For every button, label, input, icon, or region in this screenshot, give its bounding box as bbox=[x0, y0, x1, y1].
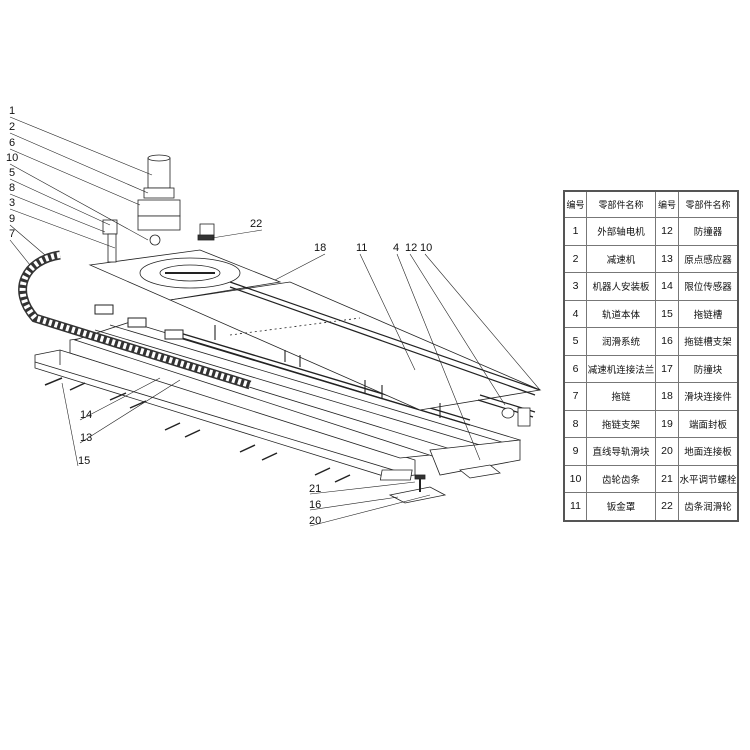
callout-5: 5 bbox=[9, 167, 16, 179]
part-number-2: 19 bbox=[655, 409, 679, 438]
part-number: 5 bbox=[563, 327, 587, 356]
track-body bbox=[73, 321, 522, 481]
part-number: 7 bbox=[563, 382, 587, 411]
part-number: 9 bbox=[563, 437, 587, 466]
callout-16: 16 bbox=[309, 499, 322, 511]
leveling-feet bbox=[44, 377, 351, 483]
part-number-2: 22 bbox=[655, 492, 679, 521]
callout-6: 6 bbox=[9, 137, 16, 149]
callout-21: 21 bbox=[309, 483, 322, 495]
table-header-row: 编号 零部件名称 编号 零部件名称 bbox=[563, 190, 739, 218]
part-name-2: 限位传感器 bbox=[678, 272, 739, 301]
callout-11: 11 bbox=[356, 242, 368, 254]
part-number-2: 16 bbox=[655, 327, 679, 356]
callout-9: 9 bbox=[9, 213, 16, 225]
callout-7: 7 bbox=[9, 228, 16, 240]
part-name: 外部轴电机 bbox=[586, 217, 656, 246]
header-number-2: 编号 bbox=[655, 190, 679, 218]
header-part-name-2: 零部件名称 bbox=[678, 190, 739, 218]
callout-15: 15 bbox=[78, 455, 91, 467]
part-number: 3 bbox=[563, 272, 587, 301]
part-name-2: 端面封板 bbox=[678, 409, 739, 438]
part-number: 11 bbox=[563, 492, 587, 521]
callout-20: 20 bbox=[309, 515, 322, 527]
part-number: 2 bbox=[563, 244, 587, 273]
part-number: 10 bbox=[563, 464, 587, 493]
part-number-2: 21 bbox=[655, 464, 679, 493]
callout-22: 22 bbox=[250, 218, 263, 230]
part-name: 钣金罩 bbox=[586, 492, 656, 521]
callout-18: 18 bbox=[314, 242, 327, 254]
part-name-2: 地面连接板 bbox=[678, 437, 739, 466]
part-number: 8 bbox=[563, 409, 587, 438]
part-name-2: 拖链槽 bbox=[678, 299, 739, 328]
part-name-2: 原点感应器 bbox=[678, 244, 739, 273]
callout-14: 14 bbox=[80, 409, 93, 421]
floor-plate bbox=[388, 464, 501, 504]
part-name: 润滑系统 bbox=[586, 327, 656, 356]
callout-12: 12 bbox=[405, 242, 418, 254]
part-number-2: 15 bbox=[655, 299, 679, 328]
part-number-2: 14 bbox=[655, 272, 679, 301]
part-name-2: 滑块连接件 bbox=[678, 382, 739, 411]
header-number: 编号 bbox=[563, 190, 587, 218]
lubrication-unit bbox=[102, 219, 161, 263]
part-name: 齿轮齿条 bbox=[586, 464, 656, 493]
callout-4: 4 bbox=[393, 242, 400, 254]
callout-2: 2 bbox=[9, 121, 16, 133]
part-name-2: 水平调节螺栓 bbox=[678, 464, 739, 493]
part-number-2: 20 bbox=[655, 437, 679, 466]
callout-3: 3 bbox=[9, 197, 16, 209]
part-name-2: 拖链槽支架 bbox=[678, 327, 739, 356]
part-number-2: 18 bbox=[655, 382, 679, 411]
part-number-2: 17 bbox=[655, 354, 679, 383]
part-number: 4 bbox=[563, 299, 587, 328]
part-name-2: 防撞器 bbox=[678, 217, 739, 246]
part-number-2: 12 bbox=[655, 217, 679, 246]
drag-chain bbox=[18, 250, 252, 390]
part-name: 减速机 bbox=[586, 244, 656, 273]
part-name: 轨道本体 bbox=[586, 299, 656, 328]
callout-13: 13 bbox=[80, 432, 93, 444]
bumper bbox=[501, 407, 531, 427]
motor-assembly bbox=[137, 154, 181, 231]
part-number: 1 bbox=[563, 217, 587, 246]
part-name: 减速机连接法兰 bbox=[586, 354, 656, 383]
part-number-2: 13 bbox=[655, 244, 679, 273]
part-name-2: 齿条润滑轮 bbox=[678, 492, 739, 521]
callout-10b: 10 bbox=[420, 242, 433, 254]
support-posts bbox=[214, 325, 441, 418]
callout-leader-lines bbox=[9, 116, 541, 527]
part-name: 机器人安装板 bbox=[586, 272, 656, 301]
part-name-2: 防撞块 bbox=[678, 354, 739, 383]
header-part-name: 零部件名称 bbox=[586, 190, 656, 218]
part-name: 拖链支架 bbox=[586, 409, 656, 438]
rack-lubrication-wheel bbox=[197, 223, 215, 241]
callout-8: 8 bbox=[9, 182, 16, 194]
part-name: 拖链 bbox=[586, 382, 656, 411]
part-number: 6 bbox=[563, 354, 587, 383]
part-name: 直线导轨滑块 bbox=[586, 437, 656, 466]
callout-10: 10 bbox=[6, 152, 19, 164]
callout-1: 1 bbox=[9, 105, 16, 117]
